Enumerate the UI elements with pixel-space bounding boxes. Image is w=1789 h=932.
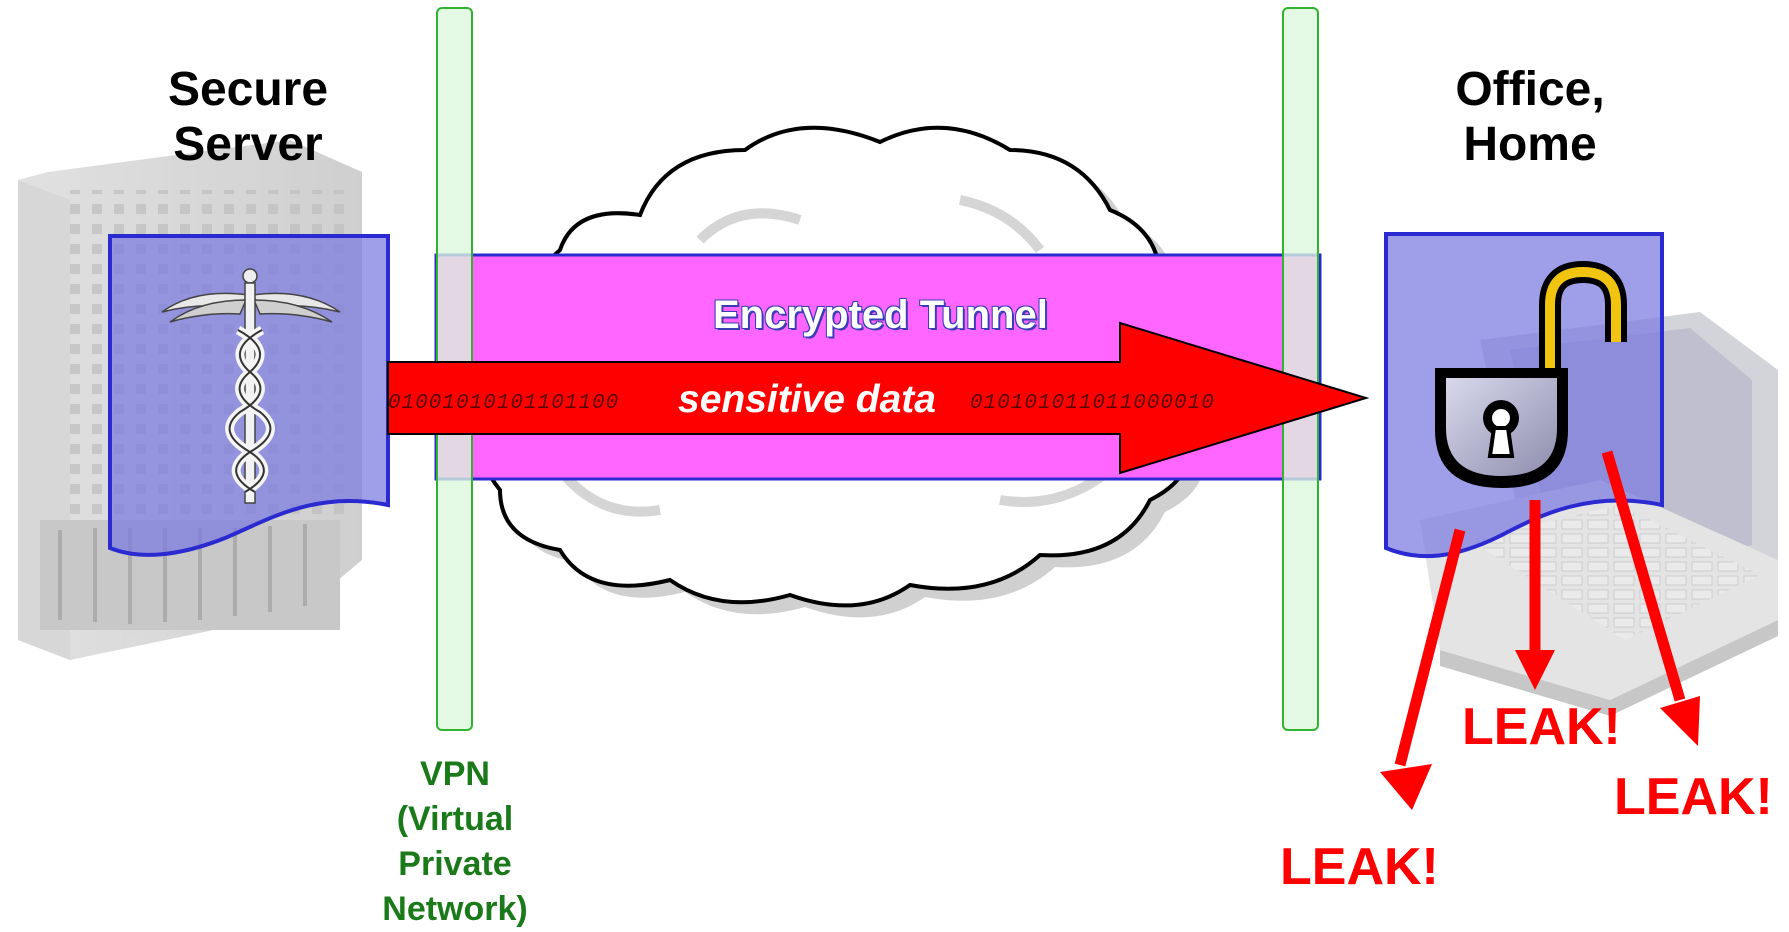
- open-padlock-icon: [1435, 260, 1627, 488]
- caduceus-icon: [161, 268, 341, 504]
- vpn-label-line1: VPN: [420, 755, 490, 793]
- leak-arrow-left: [1394, 528, 1466, 767]
- leak-label-left: LEAK!: [1280, 838, 1439, 896]
- leak-arrowhead-left: [1380, 764, 1432, 810]
- data-arrow: [387, 321, 1370, 475]
- leak-arrowhead-right: [1660, 696, 1700, 746]
- bits-left: 01001010101101100: [388, 392, 620, 415]
- leak-arrows: [1380, 450, 1700, 810]
- vpn-label-line3: Private: [398, 844, 512, 883]
- tunnel-label: Encrypted Tunnel: [713, 293, 1048, 337]
- office-title-line1: Office,: [1455, 63, 1605, 116]
- server-title-line1: Secure: [167, 63, 329, 116]
- vpn-bar-right: [1282, 7, 1319, 731]
- vpn-label-line2: (Virtual: [396, 799, 514, 838]
- office-title-line2: Home: [1463, 118, 1597, 172]
- sensitive-data-label: sensitive data: [678, 378, 936, 421]
- bits-right: 010101011011000010: [970, 392, 1215, 415]
- vpn-label: VPN (Virtual Private Network): [355, 752, 555, 932]
- office-title: Office, Home: [1440, 62, 1620, 172]
- server-title-line2: Server: [173, 118, 323, 172]
- leak-arrowhead-middle: [1515, 650, 1555, 690]
- server-title: Secure Server: [158, 62, 338, 172]
- leak-arrow-right: [1601, 450, 1686, 702]
- vpn-label-line4: Network): [382, 889, 528, 928]
- leak-label-middle: LEAK!: [1462, 698, 1621, 756]
- leak-label-right: LEAK!: [1614, 768, 1773, 826]
